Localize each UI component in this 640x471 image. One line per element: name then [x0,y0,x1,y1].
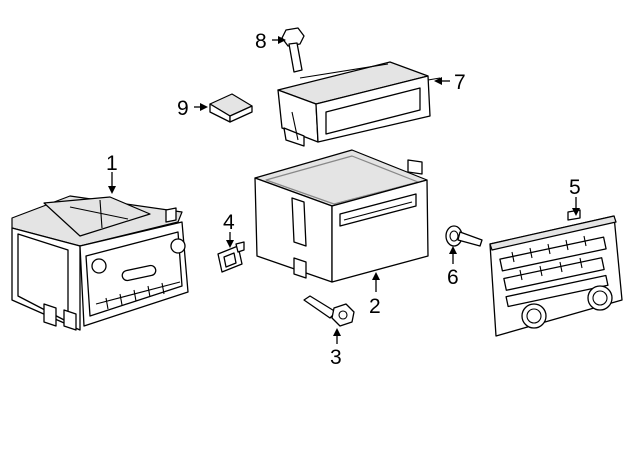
clip-part-4 [217,241,245,273]
callout-5: 5 [569,176,581,199]
callout-7: 7 [454,71,466,94]
block-part-9 [209,93,253,123]
radio-receiver-part [11,195,189,331]
bolt-part-8 [281,27,305,73]
leader-arrows [108,36,580,344]
callout-1: 1 [106,152,118,175]
callout-labels: 1 2 3 4 5 6 7 8 9 [106,30,581,369]
callout-2: 2 [369,295,381,318]
bolt-part-3 [303,295,355,327]
callout-8: 8 [255,30,267,53]
callout-9: 9 [177,97,189,120]
module-bracket-part [277,61,441,147]
callout-6: 6 [447,266,459,289]
control-panel-part [489,209,623,337]
callout-3: 3 [330,346,342,369]
screw-part-6 [445,225,483,247]
callout-4: 4 [223,211,235,234]
navigation-unit-part [254,149,429,283]
